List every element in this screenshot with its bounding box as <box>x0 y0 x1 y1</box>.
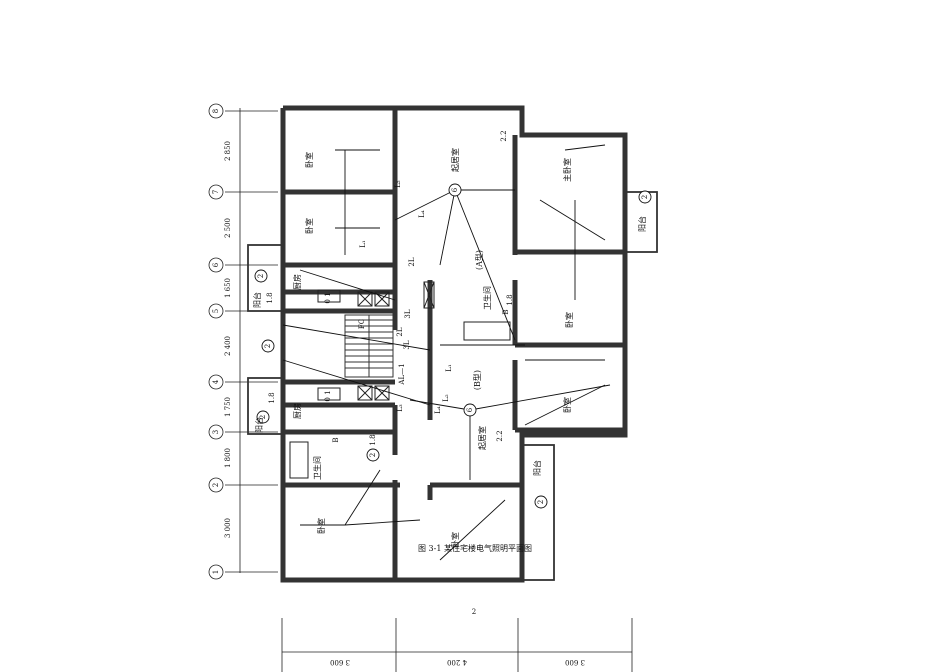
circle-markers <box>254 183 652 509</box>
room-living-a: 起居室 <box>450 148 460 172</box>
label-b-mark-a: B <box>332 437 340 442</box>
circle-2c: 2 <box>259 415 267 419</box>
dim-3000: 3 000 <box>224 518 232 538</box>
balconies <box>247 191 658 581</box>
circle-2d: 2 <box>369 453 377 457</box>
axis-label-2: 2 <box>212 483 220 487</box>
walls <box>280 105 628 583</box>
figure-caption: 图 3-1 某住宅楼电气照明平面图 <box>418 543 532 553</box>
room-bedroom-top2: 卧室 <box>304 218 314 234</box>
label-1-8-c: 1.8 <box>506 294 514 305</box>
dim-1650: 1 650 <box>224 278 232 298</box>
room-bedroom-right-mid: 卧室 <box>564 312 574 328</box>
circle-numbers: 6 6 2 2 2 2 2 2 <box>257 187 649 504</box>
room-balcony-left-low: 阳台 <box>254 417 264 433</box>
circle-2f: 2 <box>537 500 545 504</box>
lighting-circuits <box>282 144 611 561</box>
dim-2400: 2 400 <box>224 336 232 356</box>
label-AL1: AL—1 <box>398 363 406 385</box>
label-2-2-b: 2.2 <box>496 430 504 441</box>
label-3L-a: 3L <box>404 309 412 318</box>
label-1-8-d: 1.8 <box>369 434 377 445</box>
circle-2e: 2 <box>641 195 649 199</box>
room-living-b: 起居室 <box>477 426 487 450</box>
axis-label-4: 4 <box>212 379 220 384</box>
circle-6a: 6 <box>451 187 459 192</box>
room-bathroom-top: 卫生间 <box>482 286 492 310</box>
room-type-b: (B型) <box>473 370 482 390</box>
label-b-mark-b: B <box>502 309 510 314</box>
dim-bottom-4200: 4 200 <box>447 658 467 666</box>
dim-bottom-3600-b: 3 600 <box>565 658 585 666</box>
label-L4-low: L₄ <box>434 406 442 414</box>
room-bedroom-top: 卧室 <box>304 152 314 168</box>
room-master-bedroom: 主卧室 <box>562 158 572 182</box>
room-balcony-right-top: 阳台 <box>637 216 647 232</box>
label-1-8-b: 1.8 <box>268 392 276 403</box>
page-number: 2 <box>472 608 476 616</box>
dim-2500: 2 500 <box>224 218 232 238</box>
label-0-1-b: 0 1 <box>324 390 332 401</box>
label-3L-b: 3L <box>403 340 411 349</box>
axis-label-8: 8 <box>212 109 220 113</box>
circle-6b: 6 <box>466 407 474 412</box>
label-FC: FC <box>358 319 366 329</box>
dim-1750: 1 750 <box>224 397 232 417</box>
axis-label-1: 1 <box>212 570 220 574</box>
room-balcony-left-top: 阳台 <box>252 292 262 308</box>
axis-label-3: 3 <box>212 430 220 434</box>
room-bedroom-bottom-mid: 卧室 <box>450 532 460 548</box>
label-L1: L₁ <box>359 240 367 248</box>
label-L2-low: L₂ <box>442 394 450 402</box>
circuit-labels: L₁ L₂ L₄ L₃ L₁ L₂ L₄ 2L 3L 2L 3L FC AL—1… <box>266 130 514 445</box>
bottom-dimension-line <box>281 618 633 672</box>
dim-bottom-3600-a: 3 600 <box>330 658 350 666</box>
label-L3: L₃ <box>396 404 404 412</box>
grid-axis-column <box>208 103 278 580</box>
staircase <box>344 314 394 378</box>
label-0-1-a: 0 1 <box>324 292 332 303</box>
circle-2a: 2 <box>257 274 265 278</box>
label-2L-b: 2L <box>396 327 404 336</box>
circle-2b: 2 <box>264 344 272 348</box>
room-bedroom-bottom-left: 卧室 <box>316 518 326 534</box>
label-L1-low: L₁ <box>445 364 453 372</box>
label-L4: L₄ <box>418 210 426 218</box>
vertical-dimensions: 2 850 2 500 1 650 2 400 1 750 1 800 3 00… <box>224 141 232 538</box>
label-2L: 2L <box>408 257 416 266</box>
axis-label-5: 5 <box>212 309 220 313</box>
room-type-a: (A型) <box>475 250 484 270</box>
bottom-dimensions: 3 600 4 200 3 600 <box>330 658 585 666</box>
room-kitchen-top: 厨房 <box>292 274 302 290</box>
axis-label-7: 7 <box>212 190 220 194</box>
grid-axis-labels: 8 7 6 5 4 3 2 1 <box>212 109 220 574</box>
dim-2850: 2 850 <box>224 141 232 161</box>
room-bathroom-low: 卫生间 <box>312 456 322 480</box>
room-balcony-right-low: 阳台 <box>532 460 542 476</box>
room-labels: 卧室 卧室 起居室 主卧室 (A型) 阳台 厨房 卫生间 卧室 阳台 (B型) … <box>252 148 647 548</box>
label-1-8-a: 1.8 <box>266 292 274 303</box>
label-2-2-a: 2.2 <box>500 130 508 141</box>
dim-1800: 1 800 <box>224 448 232 468</box>
axis-label-6: 6 <box>212 262 220 267</box>
room-kitchen-low: 厨房 <box>292 403 302 419</box>
room-bedroom-right-low: 卧室 <box>562 397 572 413</box>
label-L2: L₂ <box>394 180 402 188</box>
